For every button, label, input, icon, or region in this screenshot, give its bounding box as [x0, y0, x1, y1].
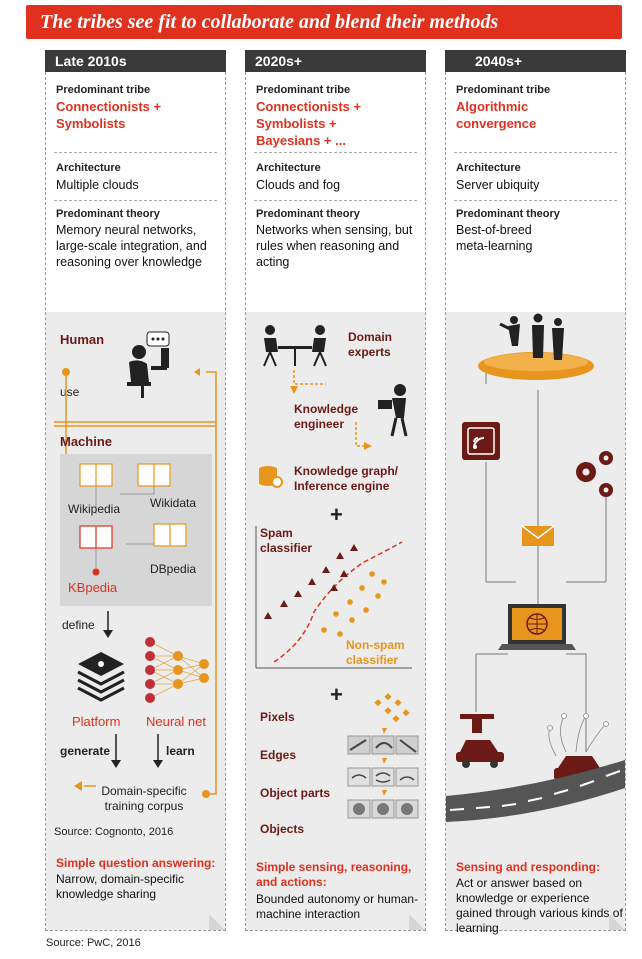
wikipedia-label: Wikipedia: [68, 502, 121, 516]
column-body: Predominant tribe Algorithmic convergenc…: [445, 72, 626, 935]
tribe-value: Algorithmic convergence: [456, 99, 537, 131]
kbpedia-label: KBpedia: [68, 580, 118, 595]
plus-sign: +: [330, 682, 343, 707]
knowledge-engineer-label: Knowledge engineer: [294, 402, 359, 431]
edges-label: Edges: [260, 748, 297, 762]
classifier-scatter: [255, 526, 412, 669]
architecture-value: Clouds and fog: [256, 178, 341, 192]
object-parts-label: Object parts: [260, 786, 331, 800]
pixels-label: Pixels: [260, 710, 295, 724]
page-fold: [209, 914, 225, 930]
capability-text: Bounded autonomy or human-machine intera…: [256, 892, 419, 921]
divider: [54, 152, 217, 153]
column-header: 2020s+: [245, 50, 426, 72]
tribe-label: Predominant tribe: [256, 84, 351, 96]
architecture-label: Architecture: [456, 162, 521, 174]
platform-icon: [77, 652, 125, 702]
tribe-label: Predominant tribe: [456, 84, 551, 96]
meeting-people-icon: [263, 325, 327, 367]
diagram-area: Sensing and responding: Act or answer ba…: [446, 312, 625, 935]
page-fold: [609, 914, 625, 930]
capability-text: Act or answer based on knowledge or expe…: [456, 876, 623, 935]
capability-text: Narrow, domain-specific knowledge sharin…: [56, 872, 185, 901]
use-label: use: [60, 385, 80, 399]
platform-label: Platform: [72, 714, 121, 729]
domain-experts-label: Domain experts: [348, 330, 393, 359]
pixels-icon: [374, 693, 410, 723]
column-2020s: 2020s+ Predominant tribe Connectionists …: [245, 50, 426, 932]
flow-arrows: [54, 368, 217, 798]
neural-net-label: Neural net: [146, 714, 206, 729]
diagram-source: Source: Cognonto, 2016: [54, 826, 174, 838]
column-body: Predominant tribe Connectionists + Symbo…: [245, 72, 426, 931]
theory-label: Predominant theory: [56, 208, 160, 220]
page-title: The tribes see fit to collaborate and bl…: [40, 11, 499, 33]
page-fold: [409, 914, 425, 930]
period-label: 2020s+: [255, 53, 303, 69]
objects-label: Objects: [260, 822, 305, 836]
divider: [54, 200, 217, 201]
human-label: Human: [60, 332, 105, 347]
diagram-area: Human use: [46, 312, 225, 930]
generate-label: generate: [60, 744, 111, 758]
architecture-label: Architecture: [256, 162, 321, 174]
knowledge-flow-arrows: [290, 370, 372, 450]
theory-value: Memory neural networks, large-scale inte…: [56, 223, 207, 269]
plus-sign: +: [330, 502, 343, 527]
corpus-label: Domain-specific training corpus: [101, 784, 187, 813]
theory-label: Predominant theory: [456, 208, 560, 220]
dbpedia-label: DBpedia: [150, 562, 197, 576]
theory-label: Predominant theory: [256, 208, 360, 220]
architecture-label: Architecture: [56, 162, 121, 174]
architecture-value: Server ubiquity: [456, 178, 540, 192]
capability-heading: Sensing and responding:: [456, 860, 601, 874]
theory-value: Best-of-breed meta-learning: [456, 223, 533, 253]
server-ubiquity-scene: [446, 313, 625, 822]
wikidata-label: Wikidata: [150, 496, 197, 510]
architecture-value: Multiple clouds: [56, 178, 139, 192]
column-header: 2040s+: [445, 50, 626, 72]
engineer-laptop-icon: [378, 384, 408, 437]
tribe-label: Predominant tribe: [56, 84, 151, 96]
define-label: define: [62, 618, 95, 632]
tribe-value: Connectionists + Symbolists: [56, 99, 162, 131]
column-late-2010s: Late 2010s Predominant tribe Connectioni…: [45, 50, 226, 932]
theory-value: Networks when sensing, but rules when re…: [256, 223, 413, 269]
diagram-area: Domain experts Knowledge engineer Know: [246, 312, 425, 930]
neural-net-icon: [145, 637, 209, 703]
period-label: 2040s+: [475, 53, 523, 69]
database-gears-icon: [259, 466, 283, 488]
capability-heading: Simple sensing, reasoning, and actions:: [256, 860, 412, 889]
machine-label: Machine: [60, 434, 113, 449]
title-banner: The tribes see fit to collaborate and bl…: [26, 5, 622, 39]
divider: [454, 200, 617, 201]
footer-source: Source: PwC, 2016: [46, 937, 141, 949]
learn-label: learn: [166, 744, 195, 758]
capability-heading: Simple question answering:: [56, 856, 216, 870]
feature-hierarchy-images: [347, 728, 419, 819]
column-2040s: 2040s+ Predominant tribe Algorithmic con…: [445, 50, 626, 935]
divider: [454, 152, 617, 153]
column-body: Predominant tribe Connectionists + Symbo…: [45, 72, 226, 931]
period-label: Late 2010s: [55, 53, 127, 69]
divider: [254, 200, 417, 201]
human-at-computer-icon: [127, 331, 170, 398]
divider: [254, 152, 417, 153]
column-header: Late 2010s: [45, 50, 226, 72]
knowledge-graph-label: Knowledge graph/ Inference engine: [294, 464, 399, 493]
tribe-value: Connectionists + Symbolists + Bayesians …: [256, 99, 362, 148]
knowledge-base-books: [79, 463, 187, 576]
non-spam-classifier-label: Non-spam classifier: [346, 638, 405, 667]
spam-classifier-label: Spam classifier: [260, 526, 313, 555]
